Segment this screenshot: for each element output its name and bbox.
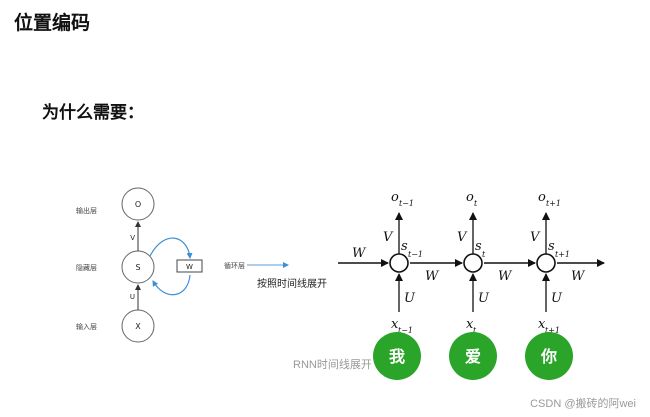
input-letter: x bbox=[391, 317, 399, 332]
u-weight-label: U bbox=[130, 293, 135, 301]
watermark: CSDN @搬砖的阿wei bbox=[530, 398, 636, 410]
loop-layer-label: 循环层 bbox=[224, 261, 245, 270]
word-text: 你 bbox=[540, 347, 557, 366]
page-title: 位置编码 bbox=[14, 12, 91, 34]
figure-caption: RNN时间线展开 bbox=[293, 359, 372, 371]
hidden-node-letter: S bbox=[135, 263, 140, 272]
input-layer-label: 输入层 bbox=[76, 322, 97, 331]
u-label: U bbox=[551, 291, 563, 306]
state-letter: s bbox=[548, 239, 555, 254]
output-node-letter: O bbox=[135, 200, 141, 209]
word-bubble bbox=[525, 332, 573, 380]
word-bubble bbox=[373, 332, 421, 380]
hidden-state-node bbox=[389, 253, 409, 273]
output-subscript: t−1 bbox=[399, 199, 414, 208]
loop-arrow-out bbox=[149, 237, 193, 259]
folded-rnn: 输出层 隐藏层 输入层 循环层 O S X V U W bbox=[76, 187, 245, 343]
input-letter: x bbox=[466, 317, 474, 332]
word-text: 爱 bbox=[465, 347, 481, 366]
state-subscript: t bbox=[482, 250, 486, 259]
input-subscript: t+1 bbox=[545, 326, 560, 335]
v-label: V bbox=[383, 230, 394, 245]
v-weight-label: V bbox=[130, 234, 135, 242]
loop-arrow-in bbox=[152, 274, 191, 296]
state-subscript: t−1 bbox=[408, 250, 423, 259]
output-letter: o bbox=[391, 190, 399, 205]
state-letter: s bbox=[475, 239, 482, 254]
output-subscript: t bbox=[474, 199, 478, 208]
w-label-3: W bbox=[571, 269, 586, 284]
output-layer-label: 输出层 bbox=[76, 206, 97, 215]
w-weight-box-label: W bbox=[186, 263, 193, 271]
hidden-state-node bbox=[536, 253, 556, 273]
v-label: V bbox=[457, 230, 468, 245]
u-label: U bbox=[478, 291, 490, 306]
output-letter: o bbox=[466, 190, 474, 205]
v-label: V bbox=[530, 230, 541, 245]
hidden-state-node bbox=[463, 253, 483, 273]
w-label-in: W bbox=[352, 246, 367, 261]
output-subscript: t+1 bbox=[546, 199, 561, 208]
time-step-1: V U o t−1 s t−1 x t−1 我 bbox=[373, 190, 423, 380]
u-label: U bbox=[404, 291, 416, 306]
w-label-2: W bbox=[498, 269, 513, 284]
input-subscript: t−1 bbox=[398, 326, 413, 335]
state-letter: s bbox=[401, 239, 408, 254]
time-step-2: V U o t s t x t 爱 bbox=[449, 190, 497, 380]
input-subscript: t bbox=[473, 326, 477, 335]
hidden-layer-label: 隐藏层 bbox=[76, 263, 97, 272]
output-letter: o bbox=[538, 190, 546, 205]
unrolled-rnn: W W W W V U o t−1 s t−1 x t−1 我 V U o bbox=[338, 190, 605, 380]
transition-label: 按照时间线展开 bbox=[257, 277, 327, 290]
w-label-1: W bbox=[425, 269, 440, 284]
time-step-3: V U o t+1 s t+1 x t+1 你 bbox=[525, 190, 573, 380]
word-text: 我 bbox=[389, 347, 405, 366]
output-node bbox=[121, 187, 155, 221]
state-subscript: t+1 bbox=[555, 250, 570, 259]
input-letter: x bbox=[538, 317, 546, 332]
word-bubble bbox=[449, 332, 497, 380]
section-subtitle: 为什么需要： bbox=[42, 103, 144, 123]
w-weight-box bbox=[176, 259, 203, 273]
input-node-letter: X bbox=[135, 322, 141, 331]
